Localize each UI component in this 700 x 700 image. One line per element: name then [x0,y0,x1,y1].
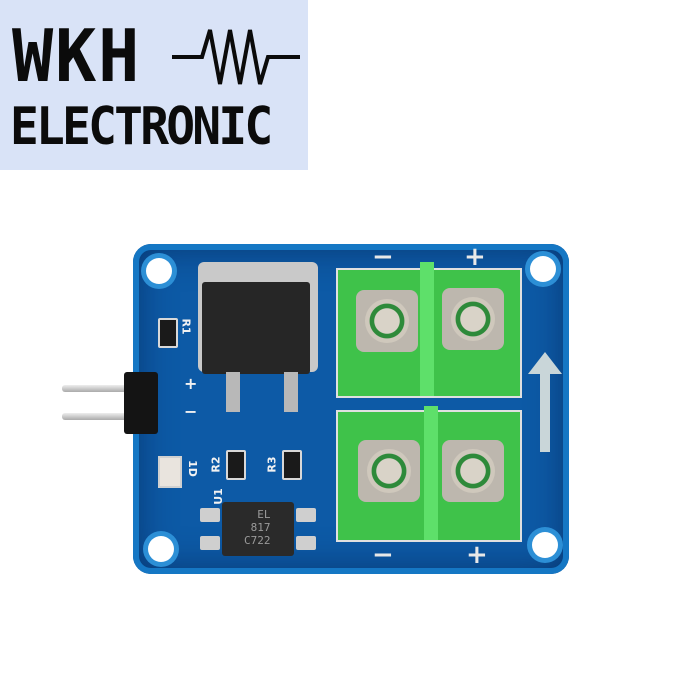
label-r3: R3 [265,456,279,473]
marking-line: EL [257,508,271,521]
label-input-minus: − [184,402,198,421]
mosfet-leg [226,372,240,412]
direction-arrow-shaft [540,372,550,452]
terminal-divider [424,406,438,540]
optocoupler-marking: EL 817 C722 [244,508,271,547]
pin-header [124,372,158,434]
optocoupler-chip: EL 817 C722 [222,502,294,556]
solder-pad [296,536,316,550]
logo-text-wkh: WKH [12,14,142,98]
mounting-hole [146,258,172,284]
terminal-screw [358,440,420,502]
mounting-hole [148,536,174,562]
direction-arrow-icon [528,352,562,374]
terminal-label-top-right: + [464,242,486,272]
terminal-screw [442,288,504,350]
solder-pad [296,508,316,522]
mosfet-chip [202,282,310,374]
resistor-r2 [226,450,246,480]
resistor-symbol-icon [172,29,300,85]
mounting-hole [532,532,558,558]
solder-pad [200,508,220,522]
label-r1: R1 [179,318,193,335]
terminal-divider [420,262,434,396]
brand-logo: WKH ELECTRONIC [0,0,308,170]
label-input-plus: + [184,374,198,393]
marking-line: C722 [244,534,271,547]
terminal-label-bottom-right: + [466,540,488,570]
label-d1: 1D [185,460,199,477]
marking-line: 817 [250,521,271,534]
resistor-r3 [282,450,302,480]
terminal-screw [356,290,418,352]
terminal-label-bottom-left: − [372,540,394,570]
label-r2: R2 [209,456,223,473]
solder-pad [200,536,220,550]
resistor-r1 [158,318,178,348]
header-pin-minus [62,413,142,420]
logo-text-electronic: ELECTRONIC [10,97,273,157]
terminal-screw [442,440,504,502]
mosfet-leg [284,372,298,412]
indicator-led [158,456,182,488]
header-pin-plus [62,385,142,392]
mounting-hole [530,256,556,282]
terminal-label-top-left: − [372,242,394,272]
